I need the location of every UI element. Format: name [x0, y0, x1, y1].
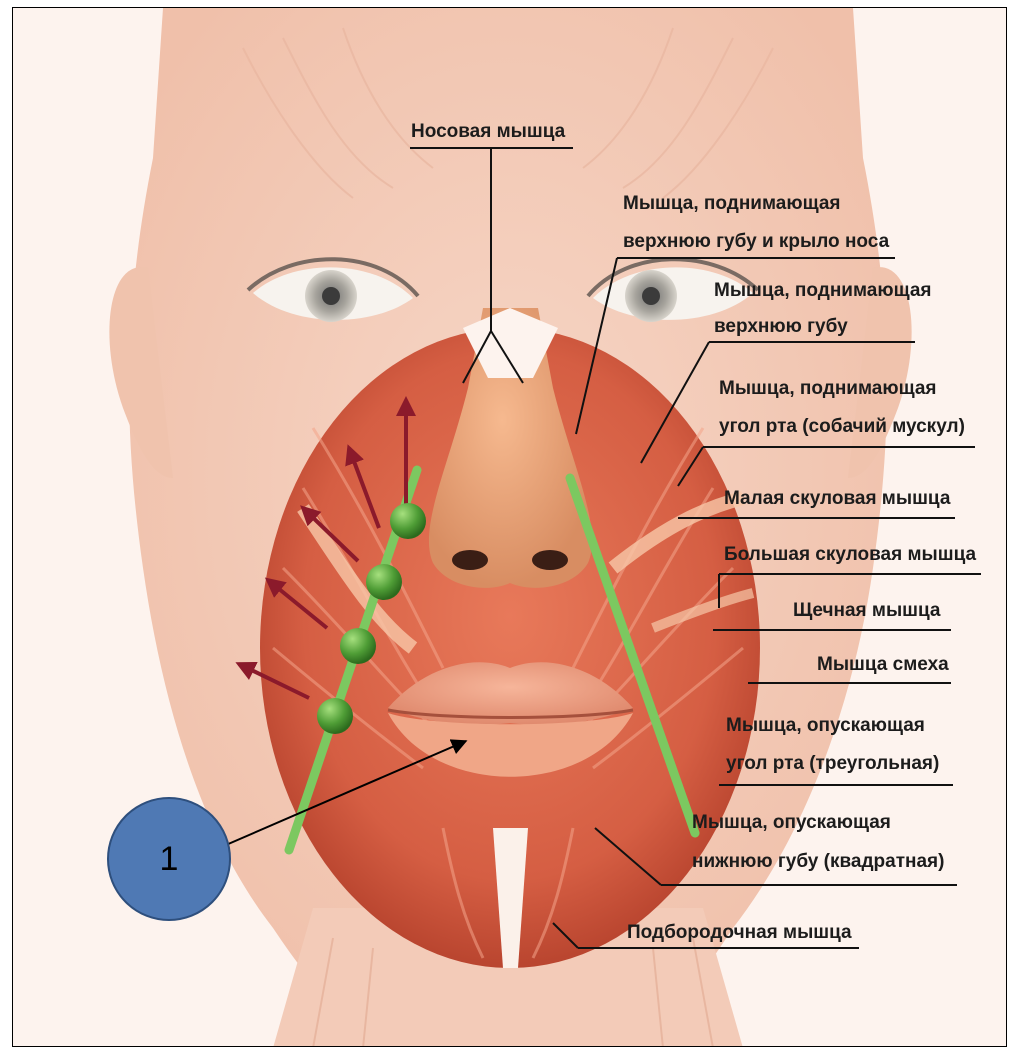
label-levator-anguli-line2: угол рта (собачий мускул): [719, 414, 965, 440]
marker-number: 1: [160, 840, 179, 879]
green-ball-icon: [390, 503, 426, 539]
green-ball-icon: [366, 564, 402, 600]
label-depressor-anguli-line1: Мышца, опускающая: [726, 713, 925, 739]
label-levator-anguli-line1: Мышца, поднимающая: [719, 376, 937, 402]
label-buccinator: Щечная мышца: [793, 598, 941, 624]
label-levator-labii-alaeque-line1: Мышца, поднимающая: [623, 191, 841, 217]
label-risorius: Мышца смеха: [817, 652, 949, 678]
green-ball-icon: [340, 628, 376, 664]
label-mentalis: Подбородочная мышца: [627, 920, 852, 946]
label-zygomatic-major: Большая скуловая мышца: [724, 542, 976, 568]
label-depressor-labii-line2: нижнюю губу (квадратная): [692, 849, 944, 875]
label-zygomatic-minor: Малая скуловая мышца: [724, 486, 950, 512]
label-levator-labii-alaeque-line2: верхнюю губу и крыло носа: [623, 229, 889, 255]
diagram-frame: Носовая мышца Мышца, поднимающая верхнюю…: [12, 7, 1007, 1047]
label-levator-labii-line2: верхнюю губу: [714, 314, 848, 340]
label-depressor-labii-line1: Мышца, опускающая: [692, 810, 891, 836]
number-marker-circle: 1: [107, 797, 231, 921]
green-ball-icon: [317, 698, 353, 734]
label-levator-labii-line1: Мышца, поднимающая: [714, 278, 932, 304]
label-nasal-muscle: Носовая мышца: [411, 119, 565, 145]
label-depressor-anguli-line2: угол рта (треугольная): [726, 751, 939, 777]
